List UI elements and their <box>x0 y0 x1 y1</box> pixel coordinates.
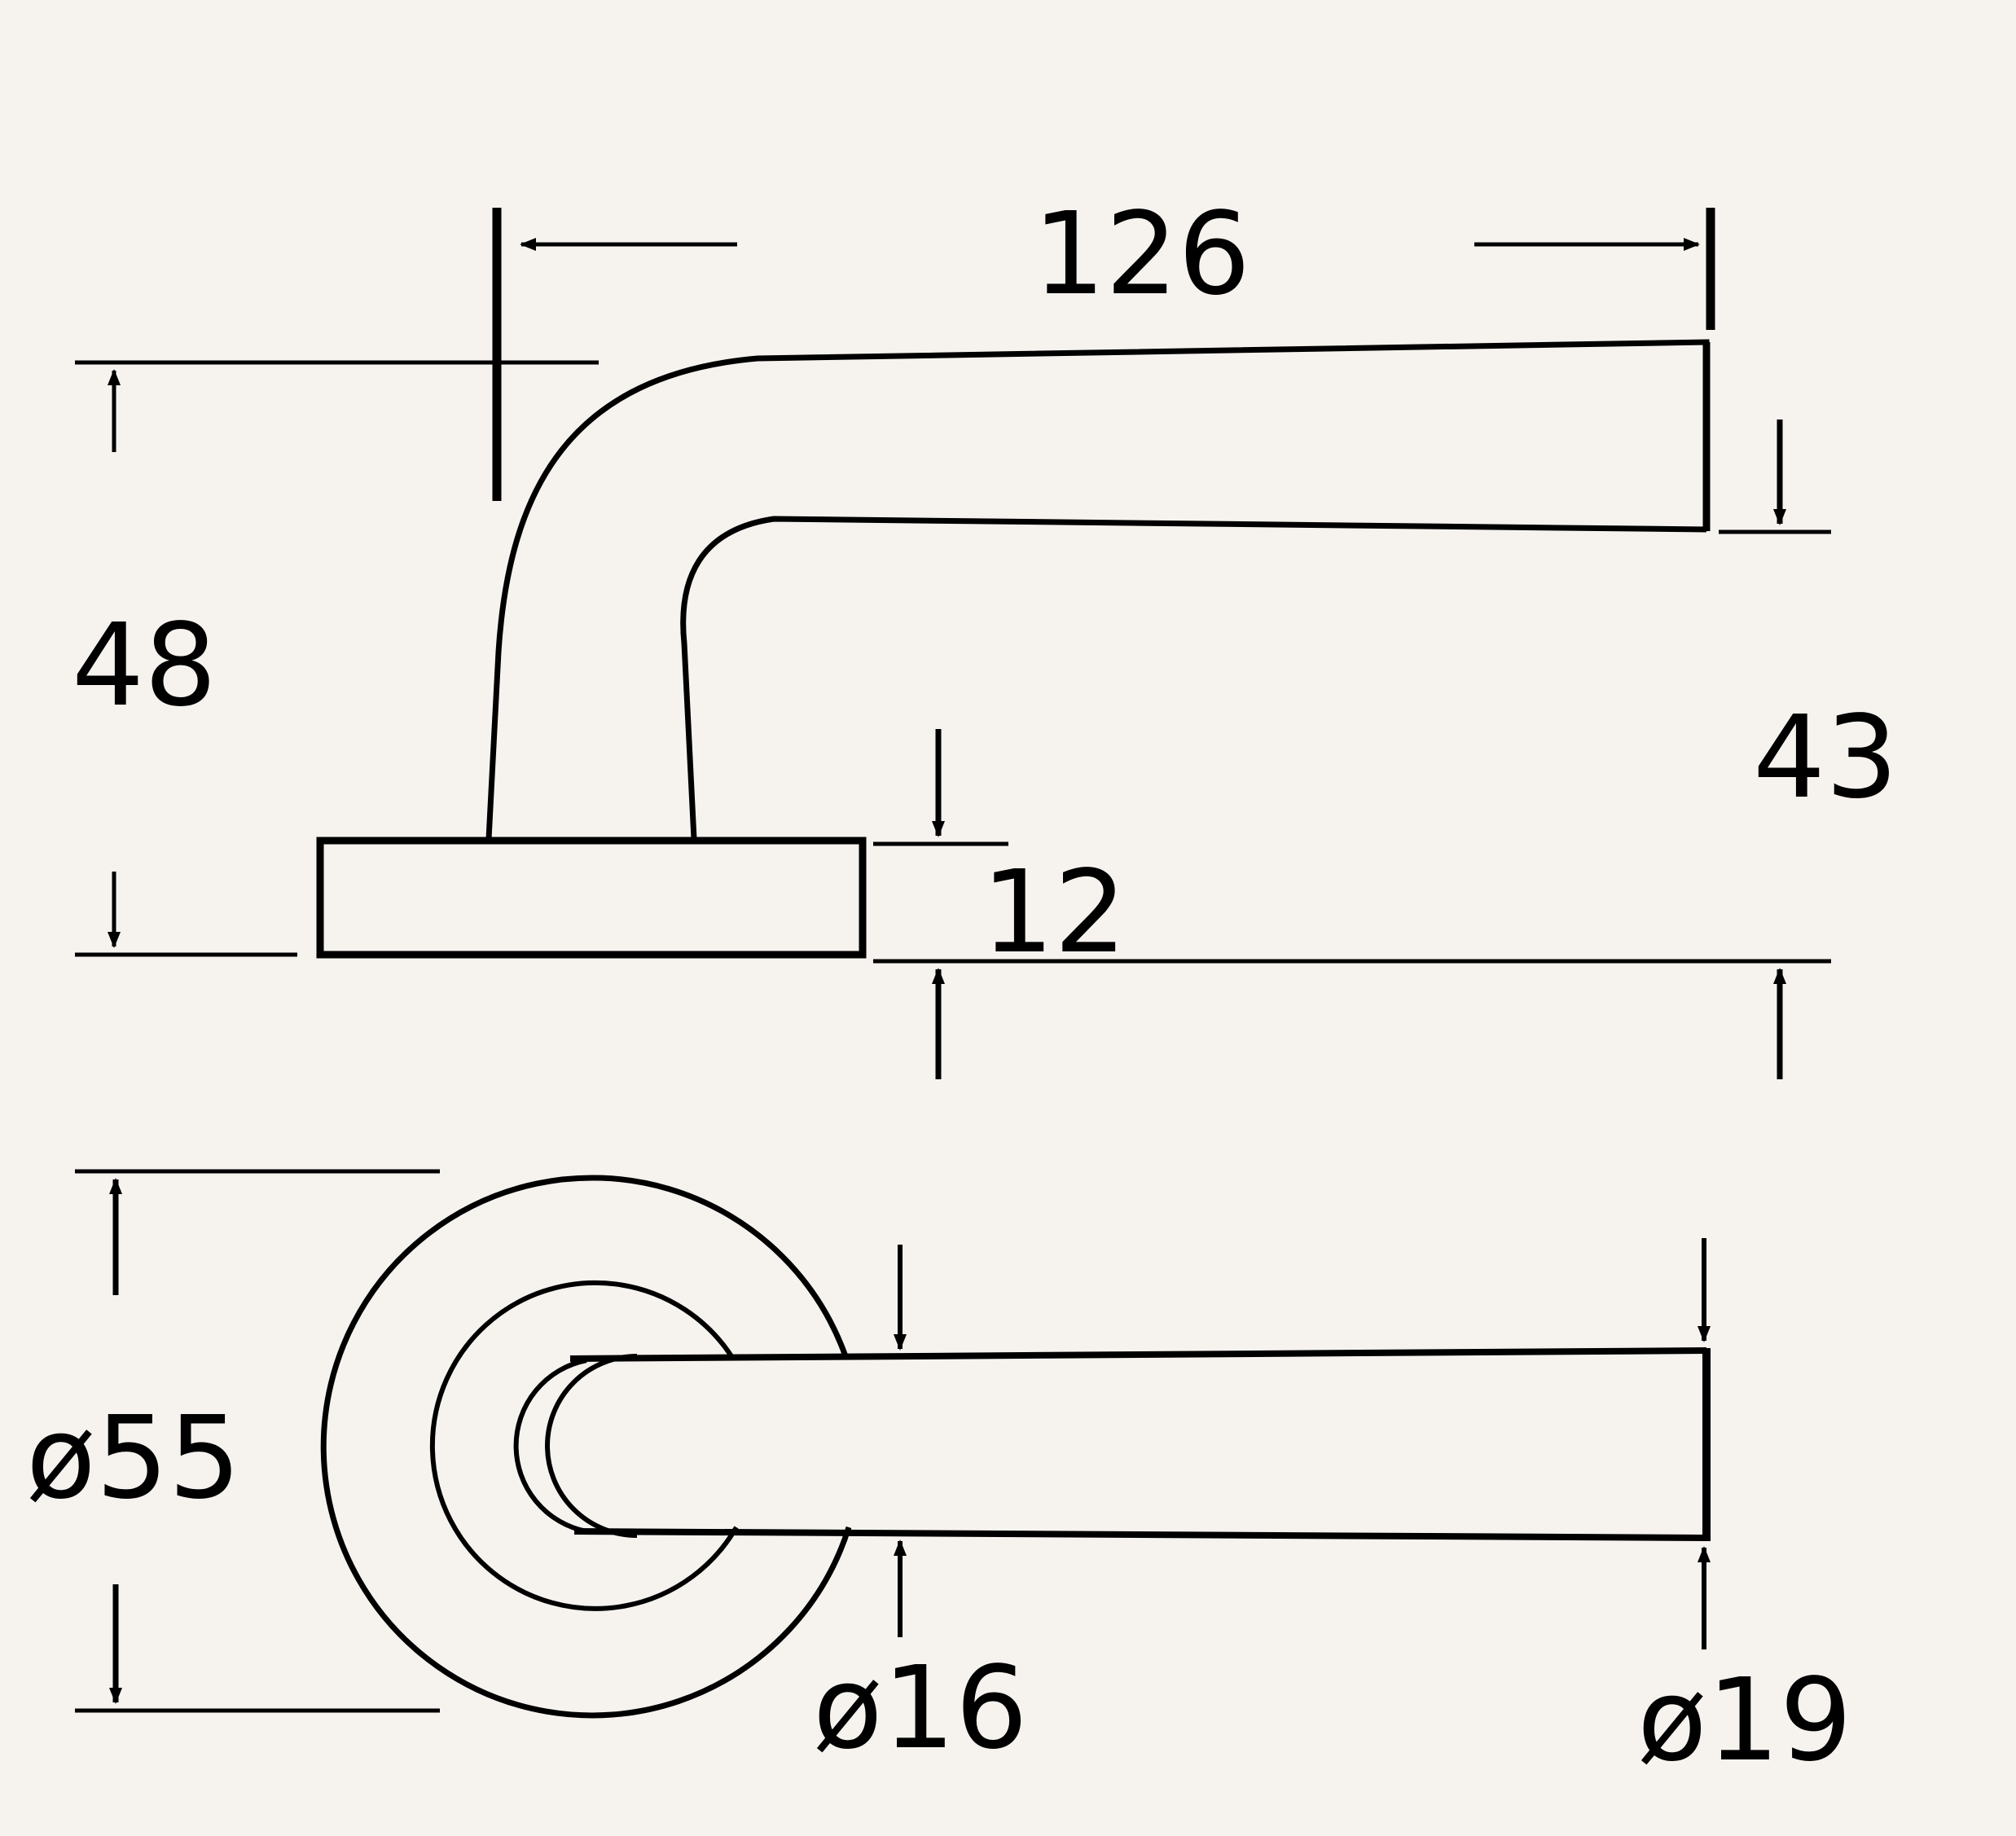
lever-top-edge <box>569 1347 1707 1362</box>
neck-inner-outline <box>513 1358 587 1534</box>
dim-12-label: 12 <box>982 846 1127 979</box>
dim-126-label: 126 <box>1033 188 1250 321</box>
top-view <box>75 1169 1711 1719</box>
lever-outer-edge <box>485 339 1710 840</box>
rose-plate <box>316 837 867 959</box>
dim-48-label: 48 <box>72 600 217 732</box>
dim-43-label: 43 <box>1753 692 1898 824</box>
lever-bottom-edge <box>573 1528 1707 1541</box>
neck-outer-outline <box>545 1354 638 1538</box>
dim-55-label: ø55 <box>26 1392 241 1525</box>
dimension-labels: 126 48 43 12 ø55 ø16 ø19 <box>26 188 1898 1787</box>
rose-outer-circle <box>320 1175 852 1719</box>
dim-19-label: ø19 <box>1637 1654 1852 1787</box>
dim-16-label: ø16 <box>813 1642 1028 1775</box>
rose-inner-ring <box>429 1280 739 1611</box>
side-view <box>75 208 1831 1079</box>
lever-inner-edge <box>680 516 1707 840</box>
